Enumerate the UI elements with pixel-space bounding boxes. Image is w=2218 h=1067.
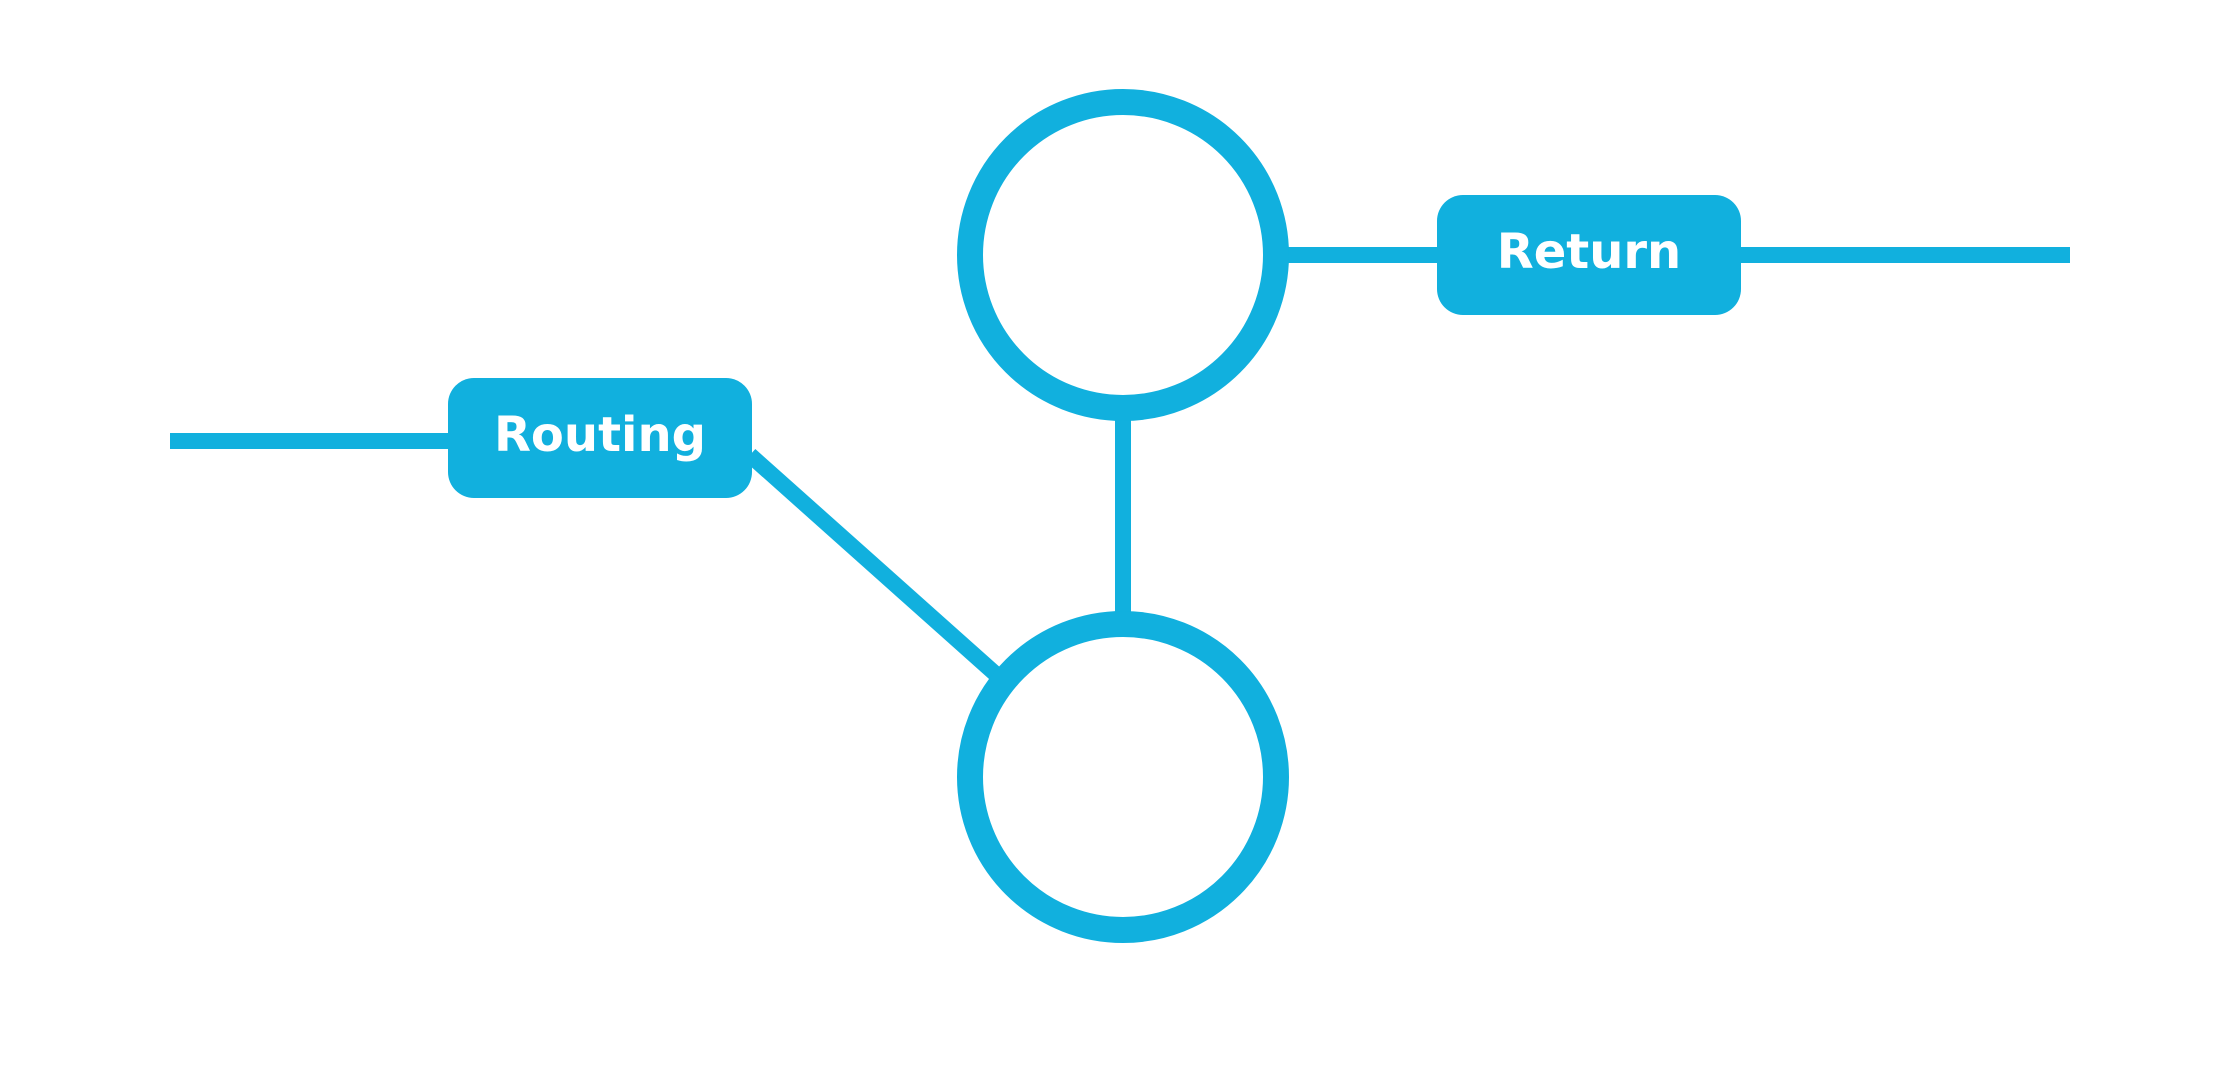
routing-to-bottom-circle-line bbox=[744, 449, 1006, 684]
bottom-circle-node bbox=[957, 611, 1289, 943]
return-box bbox=[1437, 195, 1741, 315]
return-node: Return bbox=[1437, 195, 1741, 315]
return-label: Return bbox=[1497, 224, 1681, 280]
routing-node: Routing bbox=[448, 378, 752, 498]
routing-label: Routing bbox=[494, 407, 706, 463]
routing-box bbox=[448, 378, 752, 498]
connector-lines bbox=[170, 247, 2070, 684]
top-circle-node bbox=[957, 89, 1289, 421]
